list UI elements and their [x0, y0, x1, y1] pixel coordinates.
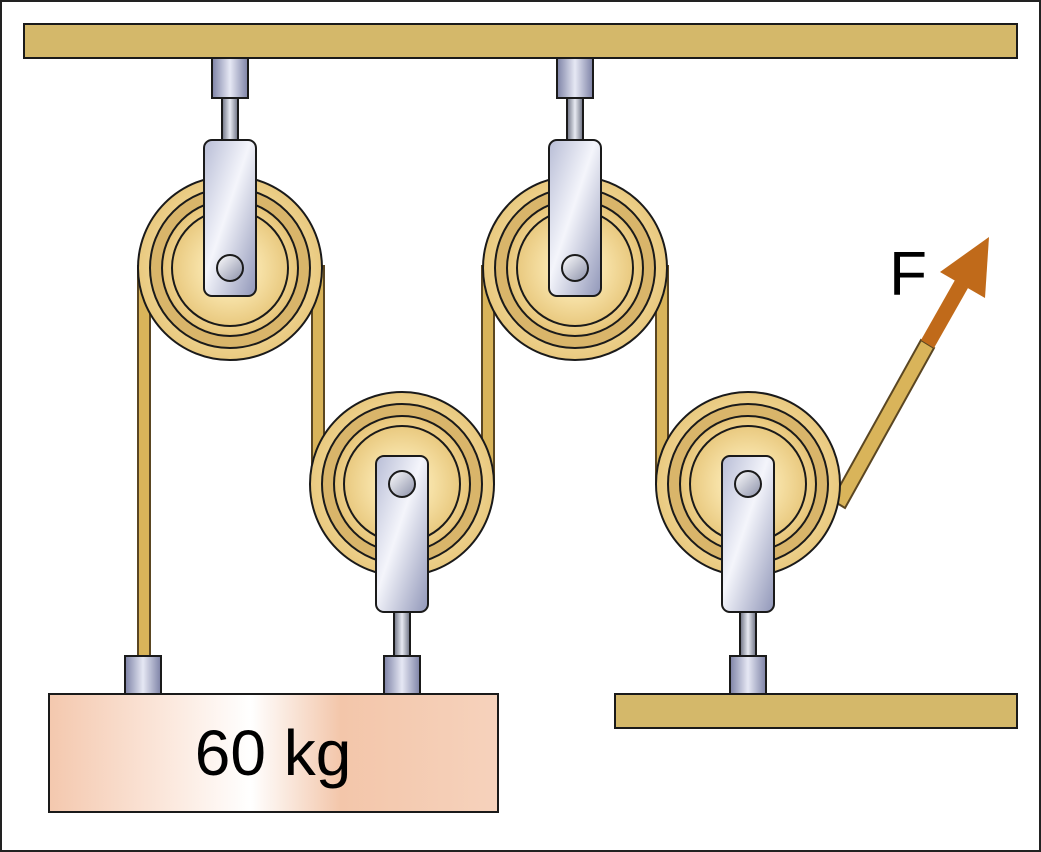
mass-body — [48, 693, 499, 813]
pulley-bracket — [203, 139, 257, 297]
mount-rod — [566, 97, 584, 143]
mass-block: 60 kg — [48, 693, 499, 813]
rope-anchor-block — [124, 655, 162, 695]
pulley-axle — [388, 470, 416, 498]
mount-rod — [221, 97, 239, 143]
pulley-movable-left — [309, 391, 495, 695]
force-arrow-head — [940, 237, 989, 298]
mass-label: 60 kg — [195, 717, 352, 789]
ceiling-beam — [23, 23, 1018, 59]
mount-rod — [739, 611, 757, 659]
floor-beam — [614, 693, 1018, 729]
force-label: F — [889, 240, 927, 309]
mount-block — [211, 57, 249, 99]
rope-segment-1 — [137, 265, 151, 661]
pulley-axle — [734, 470, 762, 498]
mount-rod — [393, 611, 411, 659]
force-arrow-shaft — [921, 280, 968, 348]
pulley-axle — [216, 254, 244, 282]
pulley-anchored-right — [655, 391, 841, 695]
mount-block — [556, 57, 594, 99]
pulley-bracket — [548, 139, 602, 297]
pulley-fixed-right — [482, 57, 668, 361]
mount-block — [383, 655, 421, 695]
pulley-axle — [561, 254, 589, 282]
rope — [137, 265, 936, 661]
force-arrow — [921, 237, 989, 348]
pulley-fixed-left — [137, 57, 323, 361]
mount-block — [729, 655, 767, 695]
